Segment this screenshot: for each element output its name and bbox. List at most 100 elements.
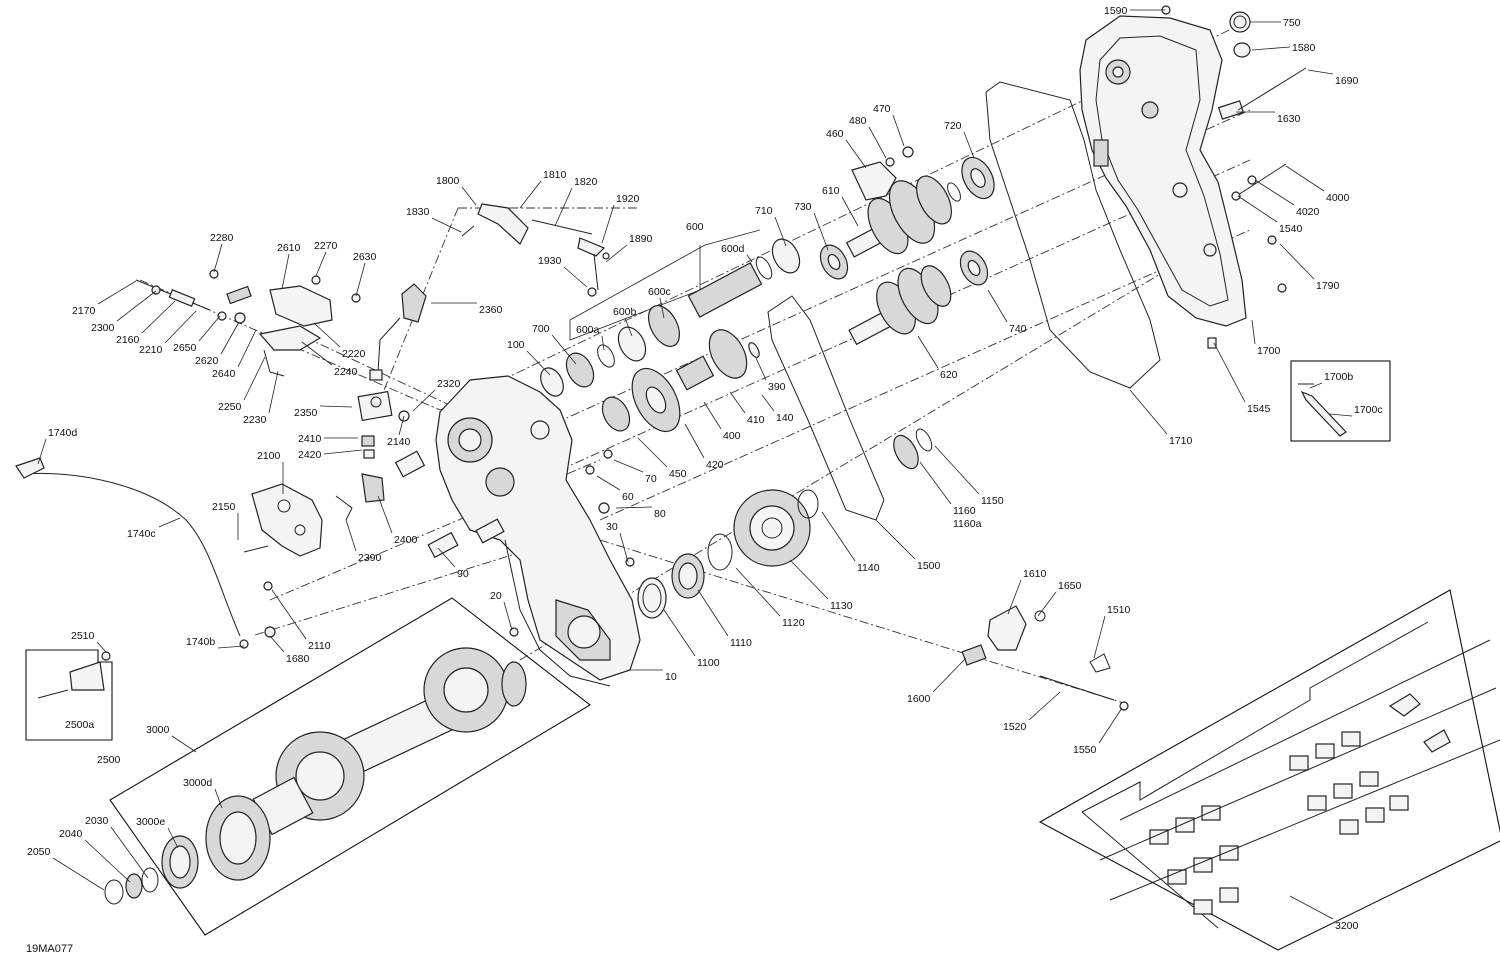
leader-2110 bbox=[271, 589, 307, 640]
main-housing bbox=[435, 375, 641, 687]
leader-2050 bbox=[52, 857, 105, 891]
callout-2210: 2210 bbox=[139, 344, 163, 356]
callout-2320: 2320 bbox=[437, 378, 461, 390]
leader-1140 bbox=[821, 511, 856, 562]
leader-1790 bbox=[1279, 243, 1315, 280]
callout-410: 410 bbox=[747, 414, 765, 426]
leader-2610 bbox=[281, 253, 290, 290]
callout-3000e: 3000e bbox=[136, 816, 165, 828]
callout-2640: 2640 bbox=[212, 368, 236, 380]
shift-rod-1800 bbox=[461, 203, 610, 297]
callout-20: 20 bbox=[490, 590, 502, 602]
callout-2620: 2620 bbox=[195, 355, 219, 367]
leader-620 bbox=[917, 335, 939, 369]
leader-4020 bbox=[1254, 179, 1295, 206]
callout-600d: 600d bbox=[721, 243, 745, 255]
gear-1130 bbox=[733, 489, 819, 567]
callout-30: 30 bbox=[606, 521, 618, 533]
leader-400 bbox=[703, 401, 722, 430]
shift-linkage bbox=[135, 269, 361, 377]
callout-2400: 2400 bbox=[394, 534, 418, 546]
leader-1120 bbox=[735, 567, 781, 617]
callout-1610: 1610 bbox=[1023, 568, 1047, 580]
housing-dowels bbox=[394, 449, 635, 637]
callout-3000: 3000 bbox=[146, 724, 170, 736]
callout-leaders bbox=[37, 9, 1353, 920]
callout-1140: 1140 bbox=[857, 562, 880, 574]
callout-700: 700 bbox=[532, 323, 550, 335]
callout-2250: 2250 bbox=[218, 401, 242, 413]
callout-720: 720 bbox=[944, 120, 962, 132]
callout-1690: 1690 bbox=[1335, 75, 1359, 87]
leader-1920 bbox=[601, 204, 615, 244]
callout-70: 70 bbox=[645, 473, 657, 485]
vent-tube-1740 bbox=[15, 457, 276, 649]
shaft-600 bbox=[540, 238, 801, 397]
bracket-2100 bbox=[243, 483, 323, 591]
tube-1700c bbox=[1298, 383, 1347, 437]
tray-3200-parts bbox=[1099, 639, 1500, 915]
leader-1110 bbox=[697, 589, 729, 637]
callout-750: 750 bbox=[1283, 17, 1301, 29]
callout-1110: 1110 bbox=[730, 637, 752, 649]
leader-3000d bbox=[214, 788, 223, 809]
leader-2280 bbox=[213, 243, 223, 273]
leader-700 bbox=[551, 334, 577, 365]
leader-1820 bbox=[554, 187, 573, 227]
leader-2210 bbox=[164, 310, 197, 344]
callout-1590: 1590 bbox=[1104, 5, 1128, 17]
leader-740 bbox=[987, 289, 1008, 323]
callout-390: 390 bbox=[768, 381, 786, 393]
callout-2240: 2240 bbox=[334, 366, 358, 378]
callout-1630: 1630 bbox=[1277, 113, 1301, 125]
callout-1120: 1120 bbox=[782, 617, 805, 629]
gear-shaft-610 bbox=[845, 146, 952, 258]
leader-420 bbox=[684, 423, 705, 459]
callout-80: 80 bbox=[654, 508, 666, 520]
callout-2360: 2360 bbox=[479, 304, 503, 316]
callout-2170: 2170 bbox=[72, 305, 96, 317]
leader-1550 bbox=[1098, 707, 1123, 744]
gear-shaft-620 bbox=[848, 265, 952, 346]
leader-2350 bbox=[319, 405, 353, 408]
callout-1150: 1150 bbox=[981, 495, 1004, 507]
callout-730: 730 bbox=[794, 201, 812, 213]
callout-2300: 2300 bbox=[91, 322, 115, 334]
seal-1710 bbox=[985, 81, 1161, 389]
leader-1710 bbox=[1129, 389, 1168, 435]
callout-1740b: 1740b bbox=[186, 636, 215, 648]
callout-1820: 1820 bbox=[574, 176, 598, 188]
callout-450: 450 bbox=[669, 468, 687, 480]
leader-1700c bbox=[1329, 413, 1353, 417]
leader-1740b bbox=[217, 645, 245, 649]
leader-2040 bbox=[84, 839, 131, 883]
leader-710 bbox=[774, 216, 787, 247]
leader-1700 bbox=[1251, 319, 1256, 345]
callout-1890: 1890 bbox=[629, 233, 653, 245]
leader-1610 bbox=[1007, 579, 1022, 615]
callout-2160: 2160 bbox=[116, 334, 140, 346]
callout-2390: 2390 bbox=[358, 552, 382, 564]
frame-2500 bbox=[25, 649, 113, 741]
frame-1700b bbox=[1290, 360, 1391, 442]
leader-1740d bbox=[37, 438, 47, 465]
rear-cover bbox=[1079, 15, 1247, 327]
callout-1130: 1130 bbox=[830, 600, 853, 612]
bearing-730 bbox=[819, 244, 849, 280]
leader-1520 bbox=[1028, 691, 1061, 721]
callout-1830: 1830 bbox=[406, 206, 430, 218]
callout-4000: 4000 bbox=[1326, 192, 1350, 204]
leader-70 bbox=[613, 459, 644, 473]
parking-assy-1600 bbox=[961, 605, 1129, 711]
leader-30 bbox=[619, 532, 629, 563]
leader-1545 bbox=[1213, 342, 1246, 403]
callout-1790: 1790 bbox=[1316, 280, 1340, 292]
leader-3200 bbox=[1289, 895, 1334, 920]
leader-2420 bbox=[323, 449, 363, 455]
callout-1550: 1550 bbox=[1073, 744, 1097, 756]
leader-390 bbox=[755, 357, 767, 381]
callout-1740c: 1740c bbox=[127, 528, 156, 540]
callout-1160a: 1160a bbox=[953, 518, 982, 530]
leader-1100 bbox=[663, 609, 696, 657]
